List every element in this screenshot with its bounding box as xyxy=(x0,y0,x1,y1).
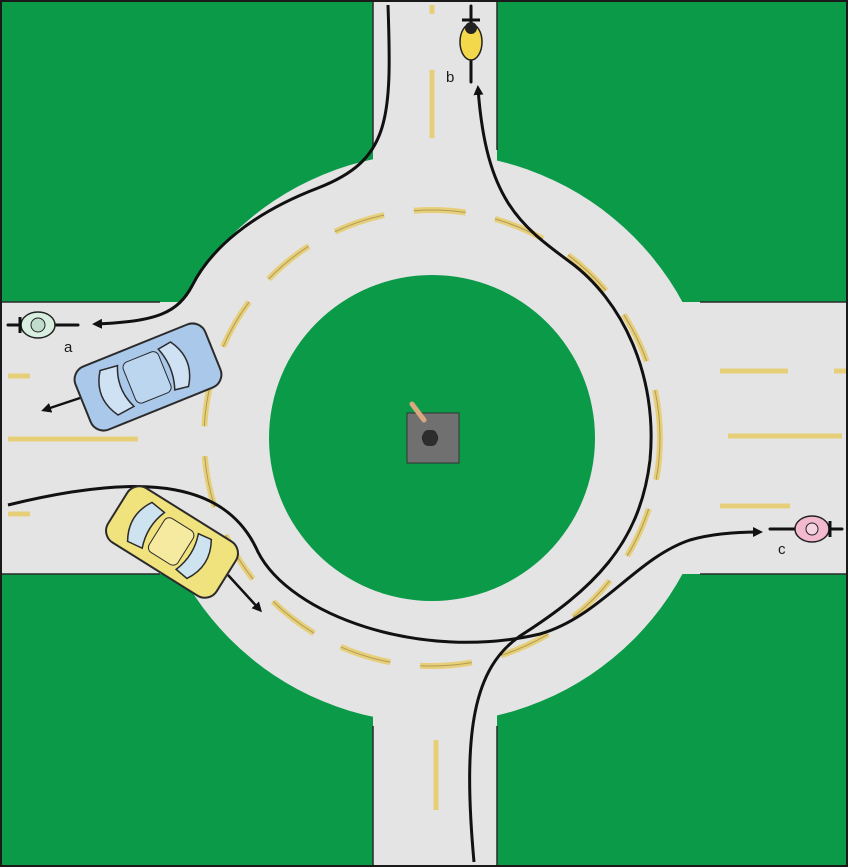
path-c xyxy=(7,485,763,644)
label-a: a xyxy=(64,339,73,356)
car-yellow xyxy=(105,485,239,599)
cyclist-b xyxy=(459,4,483,84)
label-b: b xyxy=(446,69,454,86)
statue xyxy=(406,401,460,464)
path-a xyxy=(92,4,391,329)
path-b xyxy=(468,85,653,863)
car-blue xyxy=(73,322,223,432)
path-lines xyxy=(7,4,763,863)
cyclist-a xyxy=(6,311,80,339)
approach-lane-markings xyxy=(8,5,848,810)
car-yellow-arrow xyxy=(227,574,263,613)
label-c: c xyxy=(778,541,786,558)
car-blue-arrow xyxy=(41,396,81,413)
cyclist-c xyxy=(768,515,844,543)
